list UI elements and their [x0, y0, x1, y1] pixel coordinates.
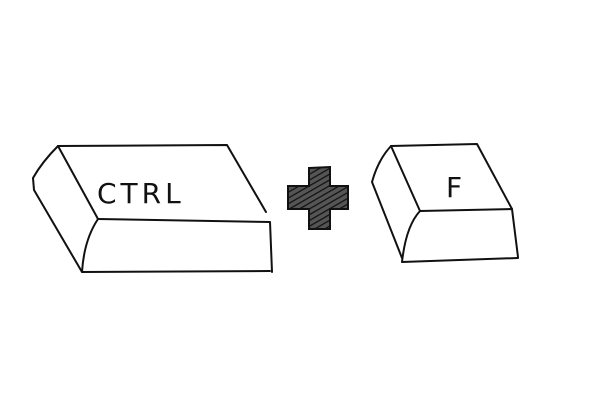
ctrl-key-label: CTRL — [97, 177, 185, 210]
plus-icon — [287, 165, 349, 230]
f-key-label: F — [446, 171, 466, 204]
f-key: F — [371, 143, 519, 263]
ctrl-key: CTRL — [32, 144, 273, 273]
